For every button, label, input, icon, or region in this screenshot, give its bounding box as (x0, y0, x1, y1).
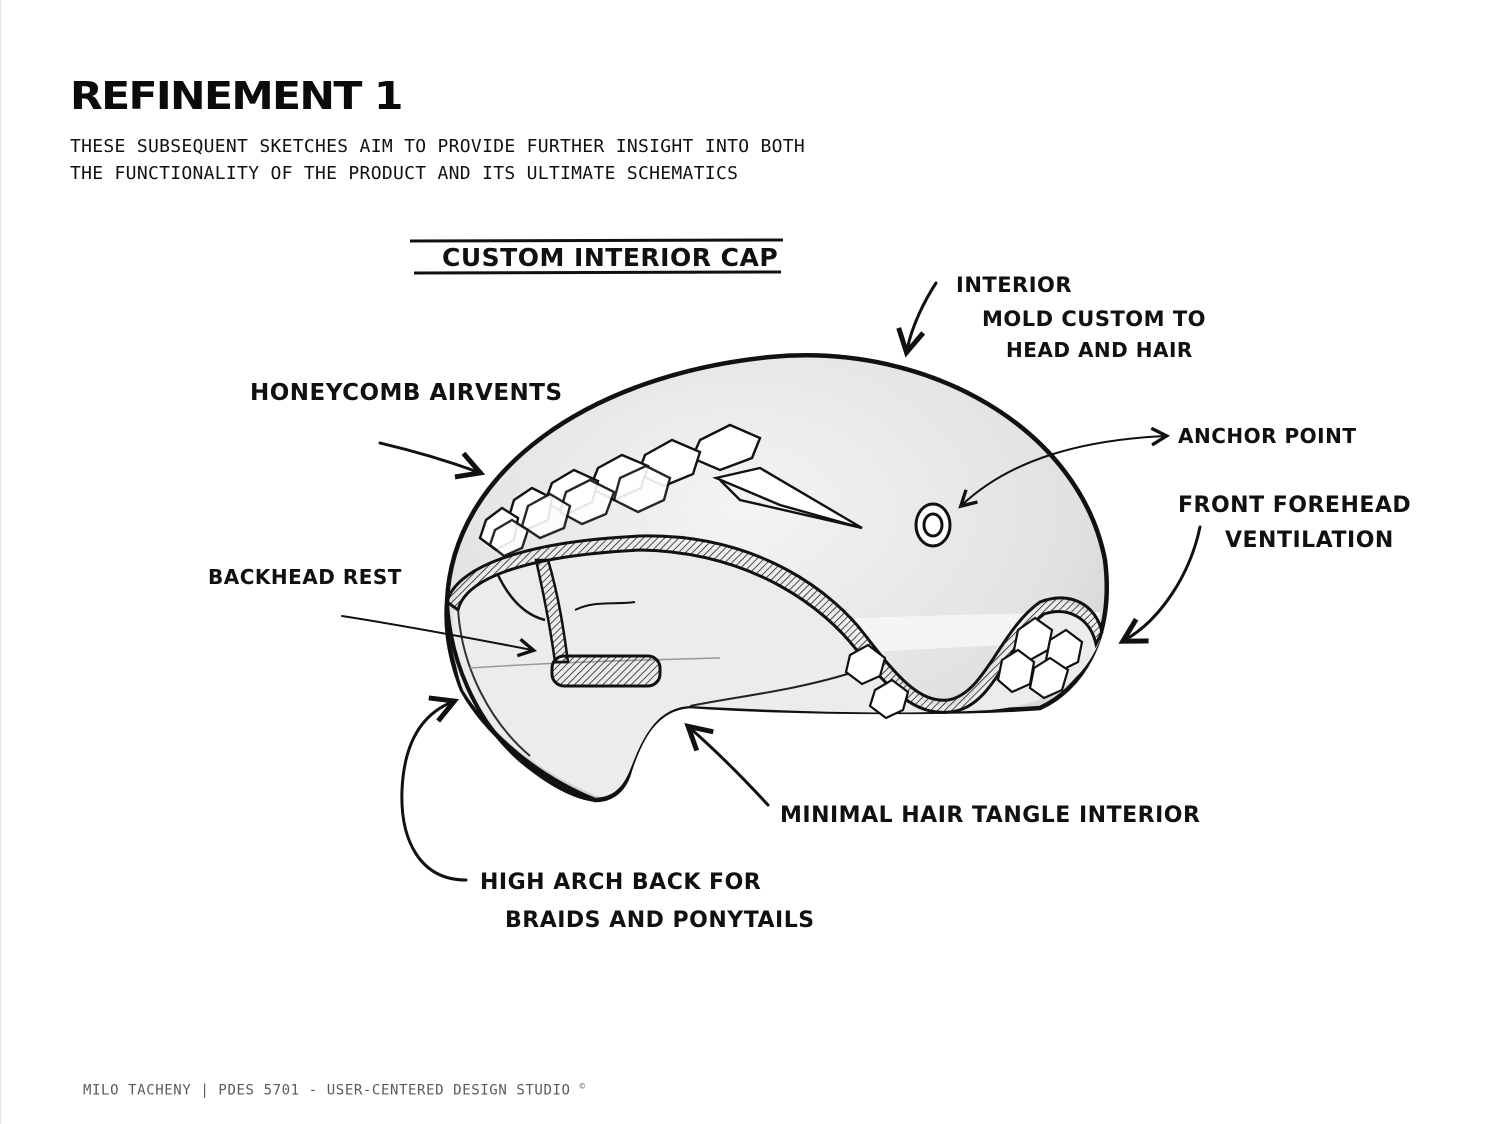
annotation-arrows (341, 281, 1202, 882)
copyright-mark: © (579, 1082, 586, 1092)
anchor-point-arrow (962, 436, 1165, 505)
front-ventilation-arrow (1125, 525, 1202, 640)
page-title: REFINEMENT 1 (70, 74, 403, 118)
shell-edge (445, 534, 1104, 714)
high-arch-label-1: HIGH ARCH BACK FOR (480, 870, 761, 895)
interior-cutaway (453, 541, 1100, 797)
page-description: THESE SUBSEQUENT SKETCHES AIM TO PROVIDE… (70, 136, 806, 184)
backhead-rest-part (496, 558, 662, 688)
minimal-hair-arrow (690, 728, 770, 807)
honeycomb-vents (478, 423, 863, 558)
anchor-point-part (914, 502, 952, 548)
honeycomb-arrow (378, 441, 478, 472)
front-vents (844, 616, 1084, 720)
backhead-rest-label: BACKHEAD REST (208, 565, 402, 589)
minimal-hair-label: MINIMAL HAIR TANGLE INTERIOR (780, 803, 1200, 828)
footer-credit: MILO TACHENY | PDES 5701 - USER-CENTERED… (83, 1082, 571, 1099)
honeycomb-label: HONEYCOMB AIRVENTS (250, 380, 563, 406)
front-ventilation-label-1: FRONT FOREHEAD (1178, 493, 1411, 518)
sketch-heading-text: CUSTOM INTERIOR CAP (442, 243, 778, 272)
interior-mold-label-2: MOLD CUSTOM TO (982, 307, 1206, 331)
interior-mold-label-1: INTERIOR (956, 273, 1072, 297)
annotation-labels: INTERIOR MOLD CUSTOM TO HEAD AND HAIR HO… (208, 273, 1411, 933)
high-arch-arrow (400, 702, 468, 882)
page-footer: MILO TACHENY | PDES 5701 - USER-CENTERED… (83, 1082, 586, 1099)
interior-mold-arrow (907, 281, 938, 350)
high-arch-label-2: BRAIDS AND PONYTAILS (505, 908, 815, 933)
interior-mold-label-3: HEAD AND HAIR (1006, 338, 1193, 362)
backhead-rest-arrow (341, 615, 532, 650)
anchor-point-label: ANCHOR POINT (1178, 424, 1356, 448)
sketch-heading: CUSTOM INTERIOR CAP (409, 238, 784, 275)
front-ventilation-label-2: VENTILATION (1225, 528, 1394, 553)
